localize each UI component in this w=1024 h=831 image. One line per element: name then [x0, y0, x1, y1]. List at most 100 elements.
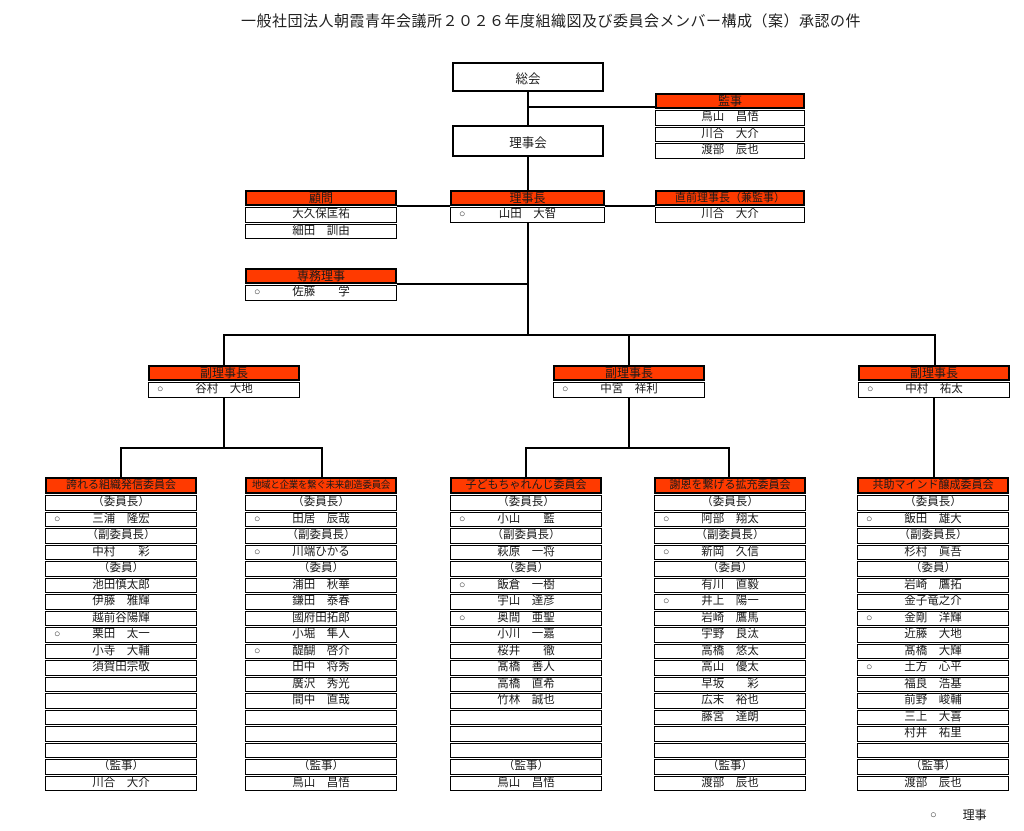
line-drop-vice2: [628, 334, 630, 365]
advisor-name-cell: 大久保匡祐: [245, 207, 397, 223]
committee-member-cell: 鳥山 昌悟: [245, 775, 397, 791]
line-drop-c4: [728, 447, 730, 477]
auditor-name-cell: 川合 大介: [655, 126, 805, 142]
committee-member-cell: 髙橋 善人: [450, 660, 602, 676]
vice-chairman-name-cell: ○ 中村 祐太: [858, 382, 1010, 398]
director-circle-icon: ○: [866, 662, 873, 673]
line-advisors-rijicho: [397, 205, 450, 207]
advisors-list: 大久保匡祐細田 訓由: [245, 207, 397, 239]
legend-director: ○ 理事: [930, 806, 987, 823]
general-assembly-box: 総会: [452, 62, 604, 92]
line-branch-c3c4: [525, 447, 730, 449]
past-chairman-header: 直前理事長（兼監事）: [655, 190, 805, 206]
committee-member-cell: ○ 三浦 隆宏: [45, 511, 197, 527]
director-circle-icon: ○: [54, 629, 61, 640]
committee-member-cell: ○ 栗田 太一: [45, 627, 197, 643]
committee-member-cell: ○ 田居 辰哉: [245, 511, 397, 527]
director-circle-icon: ○: [663, 546, 670, 558]
executive-director-header: 専務理事: [245, 268, 397, 284]
committee-member-cell: （監事）: [654, 759, 806, 775]
page-title: 一般社団法人朝霞青年会議所２０２６年度組織図及び委員会メンバー構成（案）承認の件: [240, 14, 861, 30]
committee-header: 子どもちゃれんじ委員会: [450, 477, 602, 494]
director-circle-icon: ○: [866, 513, 873, 525]
committee-member-cell: [654, 742, 806, 758]
committee-member-cell: 鎌田 泰春: [245, 594, 397, 610]
line-drop-c3: [525, 447, 527, 477]
auditor-name-cell: 渡部 辰也: [655, 143, 805, 159]
director-circle-icon: ○: [663, 513, 670, 525]
committee-member-cell: ○ 飯倉 一樹: [450, 577, 602, 593]
committee-member-cell: （委員長）: [450, 495, 602, 511]
committee-member-cell: [45, 742, 197, 758]
committee-header: 地域と企業を繋ぐ未来創造委員会: [245, 477, 397, 494]
committee-member-cell: （委員長）: [245, 495, 397, 511]
committee-member-cell: [245, 742, 397, 758]
vice-chairman-header: 副理事長: [553, 365, 705, 381]
past-chairman-box: 直前理事長（兼監事） 川合 大介: [655, 190, 805, 223]
vice-chairman-header: 副理事長: [858, 365, 1010, 381]
committee-member-cell: 高橋 直希: [450, 676, 602, 692]
auditors-list: 鳥山 昌悟川合 大介渡部 辰也: [655, 110, 805, 159]
committee-member-cell: （監事）: [245, 759, 397, 775]
committee-member-cell: 萩原 一将: [450, 544, 602, 560]
chairman-box: 理事長 ○ 山田 大智: [450, 190, 605, 223]
committee-member-cell: 宇野 良汰: [654, 627, 806, 643]
committee-member-cell: （委員長）: [45, 495, 197, 511]
committee-member-cell: 高山 優太: [654, 660, 806, 676]
committee-member-cell: 渡部 辰也: [857, 775, 1009, 791]
chairman-name-cell: ○ 山田 大智: [450, 207, 605, 223]
committee-member-list: （委員長） ○ 三浦 隆宏 （副委員長） 中村 彩: [45, 495, 197, 791]
committee-member-cell: [450, 742, 602, 758]
vice-chairman-box: 副理事長 ○ 谷村 大地: [148, 365, 300, 398]
committee-member-cell: [450, 726, 602, 742]
line-vice2-down: [628, 398, 630, 448]
committee-member-cell: 中村 彩: [45, 544, 197, 560]
director-circle-icon: ○: [254, 287, 261, 298]
committee-member-cell: 浦田 秋華: [245, 577, 397, 593]
director-circle-icon: ○: [254, 513, 261, 525]
committee-member-cell: 村井 祐里: [857, 726, 1009, 742]
committee-member-cell: 竹林 誠也: [450, 693, 602, 709]
line-drop-vice1: [223, 334, 225, 365]
committee-member-cell: 鳥山 昌悟: [450, 775, 602, 791]
committee-member-cell: [450, 709, 602, 725]
committee-member-cell: [857, 742, 1009, 758]
director-circle-icon: ○: [459, 513, 466, 525]
committee-box: 誇れる組織発信委員会 （委員長） ○ 三浦 隆宏 （副委員長: [45, 477, 197, 791]
director-circle-icon: ○: [866, 612, 873, 624]
committee-member-cell: （副委員長）: [450, 528, 602, 544]
committee-member-cell: 渡部 辰也: [654, 775, 806, 791]
committee-member-cell: 有川 直毅: [654, 577, 806, 593]
committee-box: 地域と企業を繋ぐ未来創造委員会 （委員長） ○ 田居 辰哉: [245, 477, 397, 791]
vice-chairman-box: 副理事長 ○ 中宮 祥利: [553, 365, 705, 398]
committee-member-cell: [245, 709, 397, 725]
committee-member-cell: 広末 裕也: [654, 693, 806, 709]
director-circle-icon: ○: [459, 209, 466, 220]
past-chairman-name-cell: 川合 大介: [655, 207, 805, 223]
committee-member-cell: 廣沢 秀光: [245, 676, 397, 692]
committee-member-cell: 桜井 徹: [450, 643, 602, 659]
director-circle-icon: ○: [157, 384, 164, 395]
committee-member-cell: （副委員長）: [245, 528, 397, 544]
committee-member-cell: 小堀 隼人: [245, 627, 397, 643]
committee-member-cell: 三上 大喜: [857, 709, 1009, 725]
committee-member-cell: [45, 676, 197, 692]
committee-member-cell: 伊藤 雅輝: [45, 594, 197, 610]
committee-member-cell: 宇山 達彦: [450, 594, 602, 610]
committee-member-cell: （委員長）: [654, 495, 806, 511]
committee-box: 共助マインド醸成委員会 （委員長） ○ 飯田 雄大 （副委員: [857, 477, 1009, 791]
chairman-header: 理事長: [450, 190, 605, 206]
committee-member-cell: [45, 726, 197, 742]
committee-member-cell: （監事）: [450, 759, 602, 775]
committee-member-cell: ○ 飯田 雄大: [857, 511, 1009, 527]
committee-member-cell: （監事）: [857, 759, 1009, 775]
committee-member-cell: 池田慎太郎: [45, 577, 197, 593]
committee-member-cell: 須賀田宗敬: [45, 660, 197, 676]
line-rijicho-pastchair: [605, 205, 655, 207]
advisors-header: 顧問: [245, 190, 397, 206]
committee-member-cell: （委員）: [245, 561, 397, 577]
committee-member-cell: ○ 川端ひかる: [245, 544, 397, 560]
committee-header: 共助マインド醸成委員会: [857, 477, 1009, 494]
auditors-header: 監事: [655, 93, 805, 109]
committee-member-cell: [245, 726, 397, 742]
